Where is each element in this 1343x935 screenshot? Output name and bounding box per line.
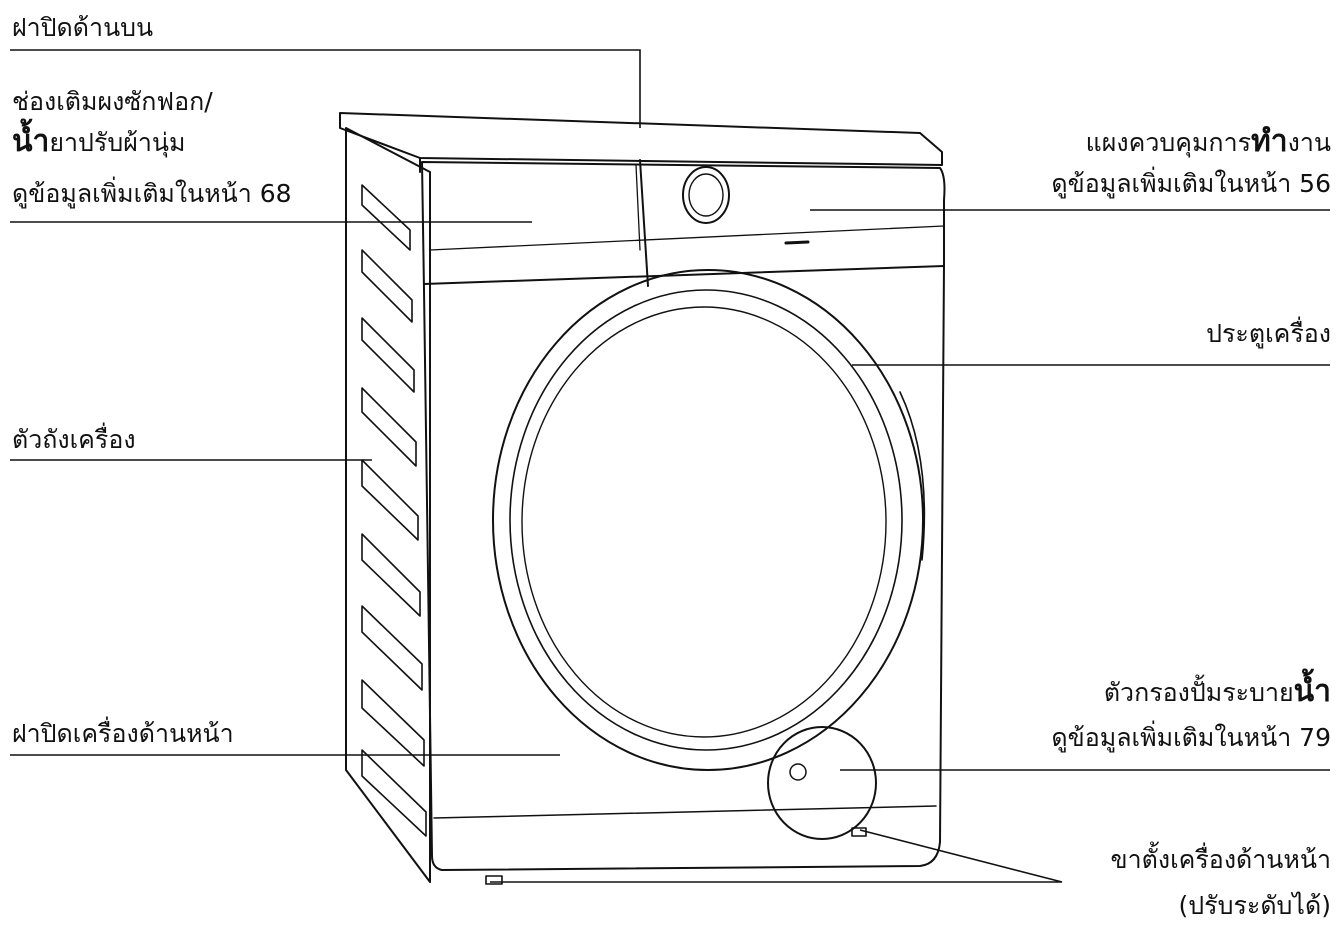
label-drain-filter-bold: น้ำ [1293, 674, 1331, 709]
label-front-feet-line1: ขาตั้งเครื่องด้านหน้า [1110, 845, 1331, 874]
feet-shape [485, 827, 867, 885]
side-vents [361, 184, 427, 837]
label-control-panel-page: ดูข้อมูลเพิ่มเติมในหน้า 56 [1051, 169, 1331, 198]
label-dispenser-water: น้ำ [12, 124, 50, 159]
label-control-panel-line1: แผงควบคุมการทำงาน [1086, 126, 1331, 159]
control-knob-shape [682, 166, 810, 245]
label-dispenser-softener: ยาปรับผ้านุ่ม [49, 128, 186, 157]
front-body-shape [421, 159, 946, 871]
label-control-panel-pre: แผงควบคุมการ [1085, 128, 1252, 157]
label-dispenser-line1: ช่องเติมผงซักฟอก/ [12, 87, 213, 116]
cabinet-side-shape [345, 127, 431, 883]
label-control-panel-bold: ทำ [1251, 124, 1288, 159]
label-dispenser-page: ดูข้อมูลเพิ่มเติมในหน้า 68 [12, 179, 292, 208]
label-drain-filter-pre: ตัวกรองปั้มระบาย [1103, 678, 1294, 707]
label-control-panel-post: งาน [1287, 128, 1331, 157]
label-front-feet-line2: (ปรับระดับได้) [1178, 891, 1331, 920]
leader-top-cover [10, 49, 641, 128]
leader-front-feet [490, 829, 1063, 883]
label-dispenser-line2: น้ำยาปรับผ้านุ่ม [12, 126, 185, 159]
label-drain-filter-page: ดูข้อมูลเพิ่มเติมในหน้า 79 [1051, 723, 1331, 752]
drain-filter-shape [767, 726, 877, 840]
label-drain-filter-line1: ตัวกรองปั้มระบายน้ำ [1104, 676, 1331, 709]
label-front-cover: ฝาปิดเครื่องด้านหน้า [12, 719, 234, 748]
leader-lines [10, 49, 1330, 883]
label-door: ประตูเครื่อง [1206, 319, 1331, 348]
top-cover-shape [339, 112, 943, 173]
label-cabinet: ตัวถังเครื่อง [12, 425, 136, 454]
label-top-cover: ฝาปิดด้านบน [12, 13, 154, 42]
door-shape [492, 269, 926, 771]
